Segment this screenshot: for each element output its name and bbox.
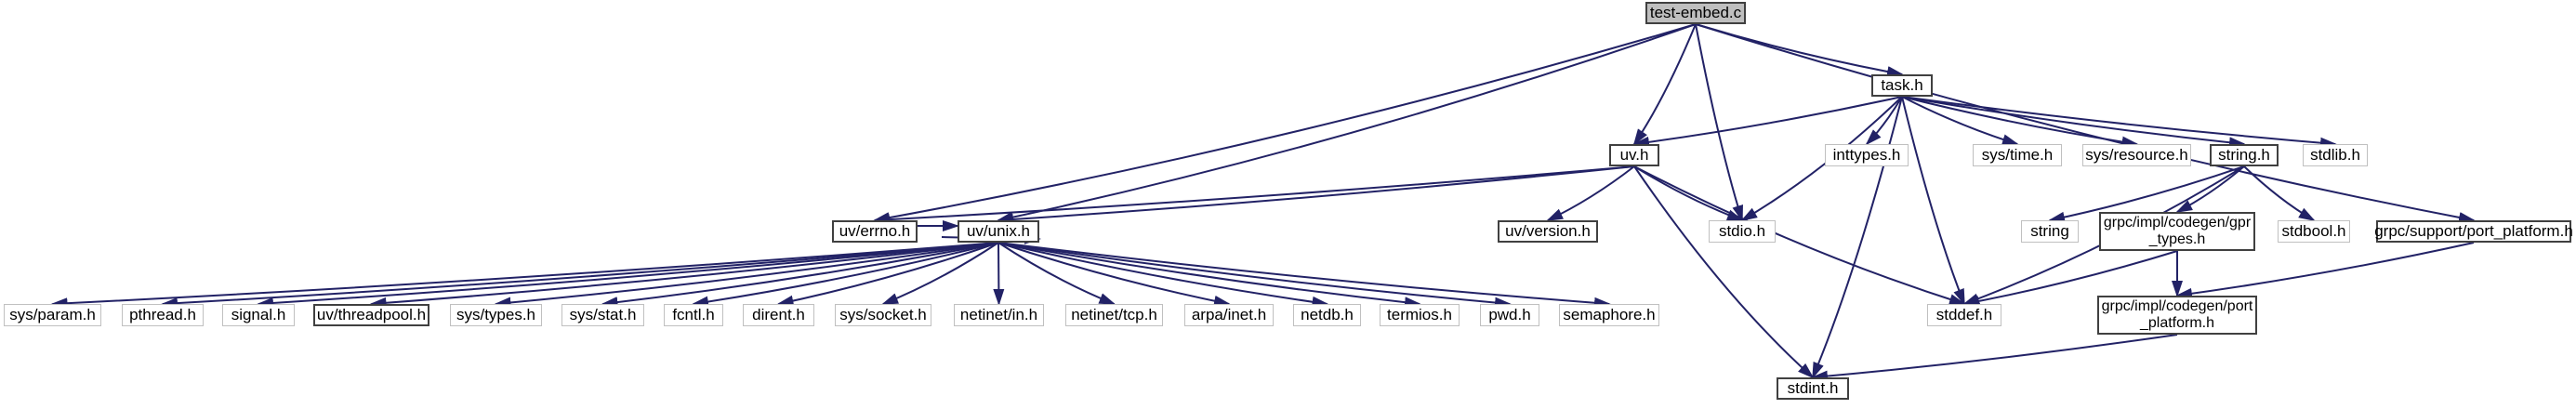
graph-node-netinet-in-h[interactable]: netinet/in.h [954,304,1044,326]
graph-edge [1901,96,2019,145]
graph-node-pwd-h[interactable]: pwd.h [1480,304,1539,326]
graph-edge [257,242,999,309]
graph-edge [997,242,1116,305]
graph-edge [1811,334,2178,382]
graph-node-task-h[interactable]: task.h [1871,74,1933,97]
graph-edge [2175,242,2475,299]
graph-edge [1695,23,2476,223]
graph-edge [997,242,1329,308]
graph-edge [1632,23,1697,146]
graph-node-grpc-impl-codegen-port_platform-h[interactable]: grpc/impl/codegen/port _platform.h [2097,296,2257,335]
graph-node-sys-stat-h[interactable]: sys/stat.h [561,304,644,326]
graph-edge [1546,165,1635,221]
graph-node-fcntl-h[interactable]: fcntl.h [664,304,723,326]
graph-edge [692,242,999,308]
graph-edge [1901,96,2337,149]
graph-edge [1901,96,2246,149]
graph-edge [601,242,999,309]
graph-edge [873,165,1635,226]
graph-edge [1901,96,1965,306]
graph-node-test-embed-c[interactable]: test-embed.c [1645,2,1746,24]
graph-node-stddef-h[interactable]: stddef.h [1927,304,2001,326]
graph-node-stdbool-h[interactable]: stdbool.h [2278,220,2350,243]
graph-edge [50,242,999,310]
graph-node-uv-version-h[interactable]: uv/version.h [1498,220,1598,243]
graph-edge [1633,165,1966,305]
graph-edge [2243,165,2316,222]
graph-node-uv-h[interactable]: uv.h [1609,144,1659,166]
graph-edge [161,242,999,310]
graph-edge [1962,250,2178,307]
graph-edge [1695,23,1743,222]
graph-edge [2048,165,2245,223]
graph-node-stdint-h[interactable]: stdint.h [1777,377,1849,400]
graph-node-sys-time-h[interactable]: sys/time.h [1973,144,2062,166]
graph-node-termios-h[interactable]: termios.h [1380,304,1460,326]
graph-node-grpc-support-port_platform-h[interactable]: grpc/support/port_platform.h [2374,220,2573,243]
graph-node-stdio-h[interactable]: stdio.h [1709,220,1776,243]
graph-edge [873,23,1697,224]
graph-node-sys-param-h[interactable]: sys/param.h [4,304,101,326]
graph-edge [1695,23,1904,77]
graph-node-grpc-impl-codegen-gpr_types-h[interactable]: grpc/impl/codegen/gpr _types.h [2099,212,2255,251]
graph-edge [993,242,1005,306]
graph-node-signal-h[interactable]: signal.h [222,304,295,326]
graph-edge [997,242,1512,309]
graph-edge [1633,165,1815,379]
graph-node-string-h[interactable]: string.h [2210,144,2279,166]
graph-edge [997,165,1635,225]
graph-edge [1632,96,1903,148]
graph-node-uv-errno-h[interactable]: uv/errno.h [832,220,918,243]
graph-node-uv-unix-h[interactable]: uv/unix.h [958,220,1039,243]
graph-edge [1865,96,1903,146]
graph-edge [997,242,1231,307]
graph-node-inttypes-h[interactable]: inttypes.h [1825,144,1909,166]
graph-node-string[interactable]: string [2021,220,2079,243]
graph-edge [997,23,1697,223]
graph-node-sys-socket-h[interactable]: sys/socket.h [835,304,931,326]
graph-edge [1740,96,1903,222]
graph-node-pthread-h[interactable]: pthread.h [122,304,204,326]
graph-node-stdlib-h[interactable]: stdlib.h [2303,144,2368,166]
graph-node-sys-resource-h[interactable]: sys/resource.h [2082,144,2191,166]
graph-edge [881,242,999,305]
graph-edge [776,242,999,307]
graph-edge [1633,165,1744,221]
graph-edge [1901,96,2139,148]
graph-edge [494,242,999,309]
graph-node-netinet-tcp-h[interactable]: netinet/tcp.h [1065,304,1163,326]
graph-node-arpa-inet-h[interactable]: arpa/inet.h [1184,304,1274,326]
graph-node-dirent-h[interactable]: dirent.h [743,304,814,326]
graph-edge [997,242,1421,309]
graph-node-netdb-h[interactable]: netdb.h [1293,304,1361,326]
graph-node-semaphore-h[interactable]: semaphore.h [1559,304,1659,326]
graph-node-sys-types-h[interactable]: sys/types.h [450,304,542,326]
graph-edge [2175,165,2245,213]
graph-edge [997,242,1611,309]
graph-edge [369,242,999,309]
graph-edge [1812,96,1903,379]
graph-node-uv-threadpool-h[interactable]: uv/threadpool.h [313,304,429,326]
